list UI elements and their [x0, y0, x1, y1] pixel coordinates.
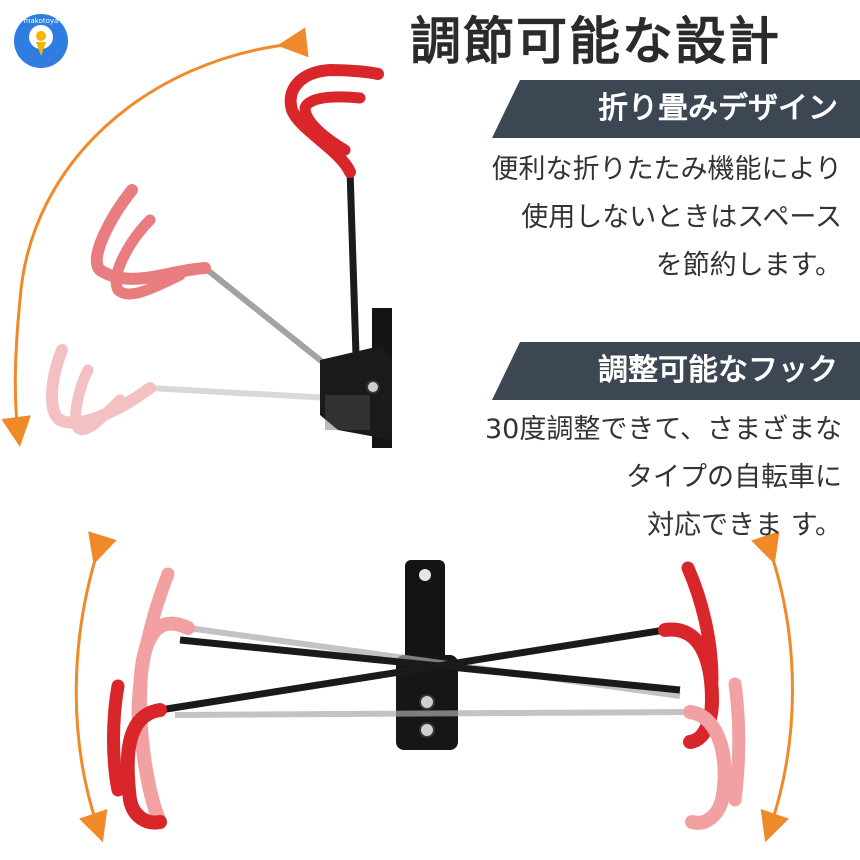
section-description-folding: 便利な折りたたみ機能により 使用しないときはスペース を節約します。 [492, 146, 842, 290]
page-title: 調節可能な設計 [410, 13, 782, 72]
description-line: を節約します。 [655, 250, 842, 281]
description-line: 対応できま す。 [647, 510, 842, 541]
adjust-arrow-right-icon [751, 531, 794, 843]
description-line: 30度調整できて、さまざまな [484, 414, 842, 445]
description-line: 便利な折りたたみ機能により [491, 154, 842, 185]
logo-text: makotoya [24, 17, 59, 25]
adjustable-rods [159, 625, 691, 718]
folding-arrow-icon [1, 27, 309, 447]
makotoya-logo-icon: makotoya [14, 14, 68, 68]
section-heading-adjustable: 調整可能なフック [492, 342, 860, 400]
description-line: タイプの自転車に [626, 462, 842, 493]
wall-bracket-bottom [396, 560, 458, 750]
right-hooks [658, 561, 746, 830]
section-heading-folding: 折り畳みデザイン [492, 80, 860, 138]
adjust-arrow-left-icon [74, 531, 117, 843]
section-description-adjustable: 30度調整できて、さまざまな タイプの自転車に 対応できま す。 [485, 406, 842, 550]
hook-position-low [45, 344, 331, 436]
hook-position-upright [284, 63, 384, 356]
hook-position-mid [90, 184, 337, 375]
left-hooks [107, 567, 195, 830]
description-line: 使用しないときはスペース [521, 202, 842, 233]
wall-bracket-top [320, 308, 392, 448]
